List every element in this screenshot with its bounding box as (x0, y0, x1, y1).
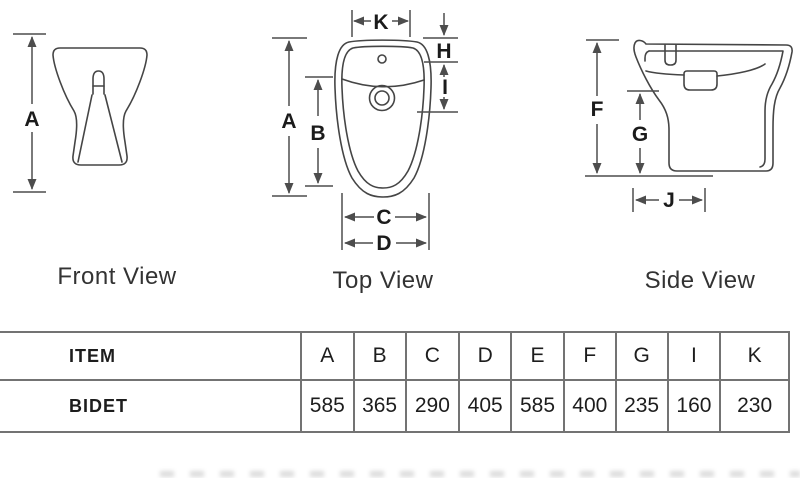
top-small-hole (377, 54, 387, 64)
dim-label-k: K (373, 11, 388, 34)
top-bowl-outer (334, 39, 432, 198)
row-label-cell: BIDET (0, 379, 302, 433)
side-basin-line-left (645, 70, 685, 76)
side-basin-pocket (683, 70, 718, 91)
front-bidet-outline (52, 47, 148, 166)
value-e: 585 (510, 379, 565, 433)
col-header-i: I (666, 331, 722, 381)
dim-label-a-top: A (281, 110, 296, 133)
front-spine-left (77, 94, 93, 163)
top-bowl-inner (341, 45, 425, 189)
cropped-text-remnant (160, 471, 800, 477)
front-faucet-outline (92, 70, 105, 95)
top-faucet-inner (374, 90, 390, 106)
dimension-table: ITEM A B C D E F G I K BIDET 585 365 290… (0, 331, 790, 433)
col-header-d: D (458, 331, 513, 381)
col-header-e: E (510, 331, 565, 381)
col-header-c: C (404, 331, 461, 381)
side-view-caption: Side View (645, 267, 756, 294)
dim-label-h: H (436, 40, 451, 63)
top-faucet-outer (368, 84, 396, 112)
side-view-drawing: F G J (585, 39, 793, 212)
technical-drawing: A Front View K A (13, 10, 793, 294)
col-header-k: K (719, 331, 790, 381)
front-spine-right (104, 94, 123, 163)
dim-label-b: B (310, 122, 325, 145)
col-header-f: F (562, 331, 617, 381)
front-view-drawing: A (13, 33, 148, 193)
dim-label-j: J (663, 189, 675, 212)
value-b: 365 (352, 379, 407, 433)
value-g: 235 (614, 379, 669, 433)
top-view-caption: Top View (333, 267, 434, 294)
side-basin-line-right (716, 63, 766, 77)
dim-label-d: D (376, 232, 391, 255)
dim-label-c: C (376, 206, 391, 229)
dim-label-i: I (442, 76, 448, 99)
front-view-caption: Front View (57, 263, 176, 290)
value-i: 160 (666, 379, 722, 433)
side-rim-slot (664, 44, 677, 66)
value-c: 290 (404, 379, 461, 433)
dim-label-f: F (591, 98, 604, 121)
item-header-cell: ITEM (0, 331, 302, 381)
table-header-row: ITEM A B C D E F G I K (0, 331, 790, 381)
col-header-g: G (614, 331, 669, 381)
value-f: 400 (562, 379, 617, 433)
dim-label-g: G (632, 123, 648, 146)
col-header-a: A (299, 331, 355, 381)
value-d: 405 (458, 379, 513, 433)
top-basin-curve (341, 78, 425, 88)
side-bidet-outline (633, 39, 793, 172)
side-rim-inner (648, 50, 784, 168)
value-k: 230 (719, 379, 790, 433)
dim-label-a-front: A (24, 108, 39, 131)
col-header-b: B (352, 331, 407, 381)
top-view-drawing: K A B H I C (272, 10, 458, 255)
side-rim-hook (644, 50, 650, 62)
value-a: 585 (299, 379, 355, 433)
table-row-bidet: BIDET 585 365 290 405 585 400 235 160 23… (0, 379, 790, 433)
